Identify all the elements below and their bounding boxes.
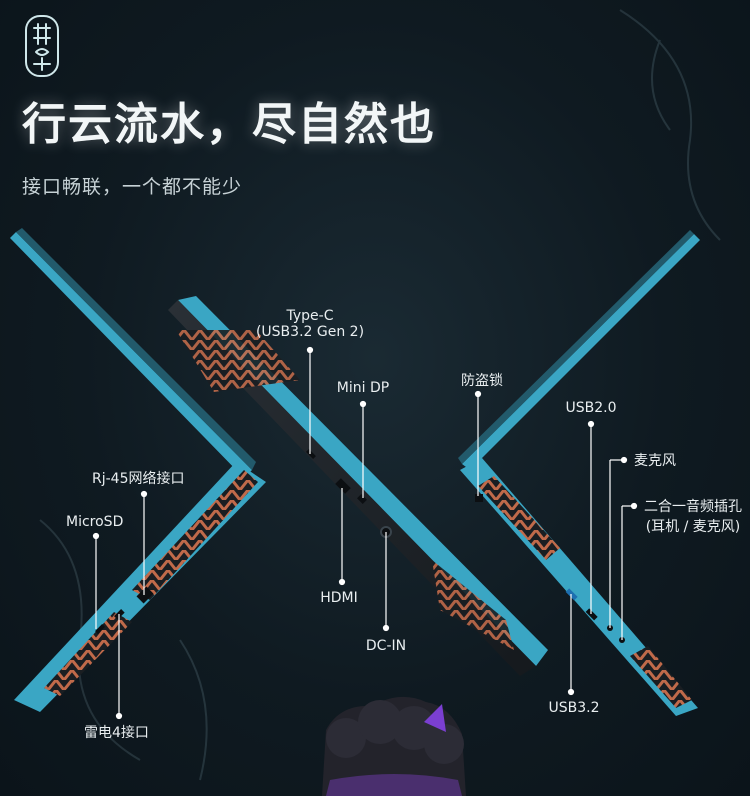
hdmi-port: [335, 478, 351, 494]
label-combo-audio: 二合一音频插孔 (耳机 / 麦克风): [644, 496, 742, 536]
label-dc-in: DC-IN: [365, 638, 407, 654]
label-hdmi: HDMI: [320, 590, 358, 606]
page-subheadline: 接口畅联，一个都不能少: [22, 176, 243, 198]
leader-lines: [92, 346, 638, 720]
label-type-c: Type-C (USB3.2 Gen 2): [256, 308, 364, 340]
label-mic: 麦克风: [634, 453, 676, 469]
rj45-port: [136, 586, 154, 604]
label-mini-dp: Mini DP: [336, 380, 390, 396]
left-laptop-base: [14, 462, 266, 712]
label-usb20: USB2.0: [565, 400, 617, 416]
lock-port: [475, 494, 483, 502]
label-lock: 防盗锁: [461, 373, 503, 389]
left-laptop-lid: [10, 228, 256, 478]
seal-logo: [25, 15, 59, 77]
microsd-port: [95, 624, 105, 634]
label-combo-audio-line2: (耳机 / 麦克风): [645, 519, 741, 535]
label-thunderbolt: 雷电4接口: [84, 725, 149, 741]
type-c-port: [306, 449, 316, 459]
label-rj45: Rj-45网络接口: [92, 471, 185, 487]
label-microsd: MicroSD: [66, 514, 124, 530]
label-usb32: USB3.2: [548, 700, 600, 716]
label-combo-audio-line1: 二合一音频插孔: [644, 499, 742, 515]
mascot-character: [322, 696, 466, 796]
right-laptop-base: [460, 458, 698, 716]
label-type-c-line1: Type-C: [286, 308, 334, 324]
page-headline: 行云流水，尽自然也: [22, 99, 436, 150]
usb32-port: [565, 588, 578, 601]
mini-dp-port: [357, 494, 367, 504]
right-laptop-lid: [458, 230, 700, 470]
label-type-c-line2: (USB3.2 Gen 2): [255, 324, 365, 340]
usb20-port: [585, 608, 598, 621]
